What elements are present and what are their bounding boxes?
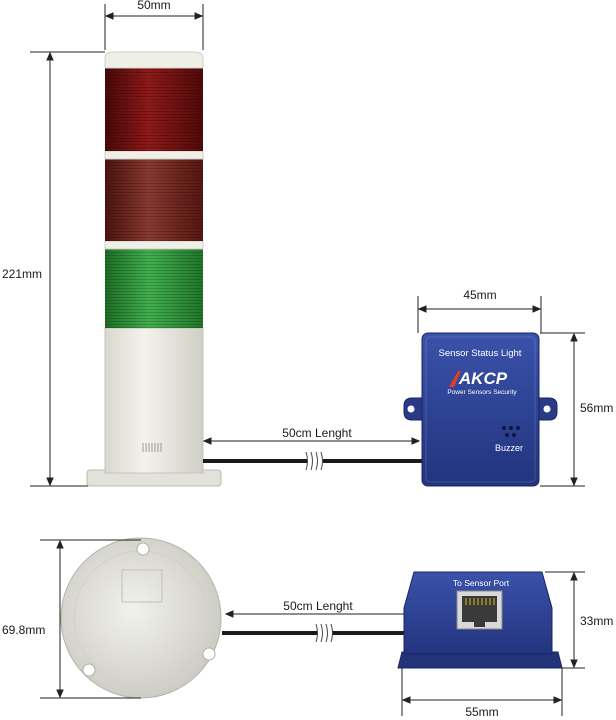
cable-break-mark (305, 451, 323, 471)
tower-separator (104, 240, 204, 250)
mount-hole-top (136, 542, 150, 556)
dimension-sensor-width (417, 296, 542, 333)
tower-body (104, 327, 204, 474)
dimension-cable-top (202, 437, 421, 445)
dimension-cable-bottom-label: 50cm Lenght (283, 599, 353, 613)
rj45-port (456, 590, 503, 630)
tower-light (86, 51, 222, 487)
mounting-base-disc (60, 537, 222, 699)
dimension-port-width-label: 55mm (465, 705, 498, 719)
akcp-tagline: Power Sensors Security (447, 389, 517, 396)
akcp-logo-swoosh (449, 371, 461, 387)
mount-hole-left (82, 663, 96, 677)
port-box-title: To Sensor Port (453, 578, 510, 588)
tower-cap (104, 51, 204, 69)
mount-hole-right (202, 647, 216, 661)
tower-separator (104, 150, 204, 160)
buzzer-holes (502, 426, 520, 437)
buzzer-label: Buzzer (495, 443, 523, 453)
akcp-logo: AKCP (458, 369, 508, 388)
dimension-base-diameter-label: 69.8mm (2, 623, 45, 637)
dimension-base-diameter (40, 539, 141, 699)
dimension-tower-width-label: 50mm (137, 0, 170, 12)
dimension-tower-width (104, 4, 204, 50)
cable-break-mark (315, 623, 333, 643)
sensor-port-box: To Sensor Port (397, 571, 563, 669)
tower-vent-slots (142, 443, 162, 452)
dimension-tower-height-label: 221mm (2, 267, 42, 281)
dimension-sensor-height-label: 56mm (580, 401, 613, 415)
sensor-box-title: Sensor Status Light (439, 348, 522, 359)
dimension-port-height (545, 571, 585, 669)
dimension-tower-height (30, 51, 105, 487)
dimension-port-height-label: 33mm (580, 614, 613, 628)
dimension-cable-top-label: 50cm Lenght (282, 426, 352, 440)
sensor-status-box: Sensor Status Light AKCP Power Sensors S… (403, 332, 558, 487)
dimension-sensor-width-label: 45mm (463, 288, 496, 302)
dimension-sensor-height (540, 332, 585, 487)
dimension-port-width (401, 668, 563, 716)
